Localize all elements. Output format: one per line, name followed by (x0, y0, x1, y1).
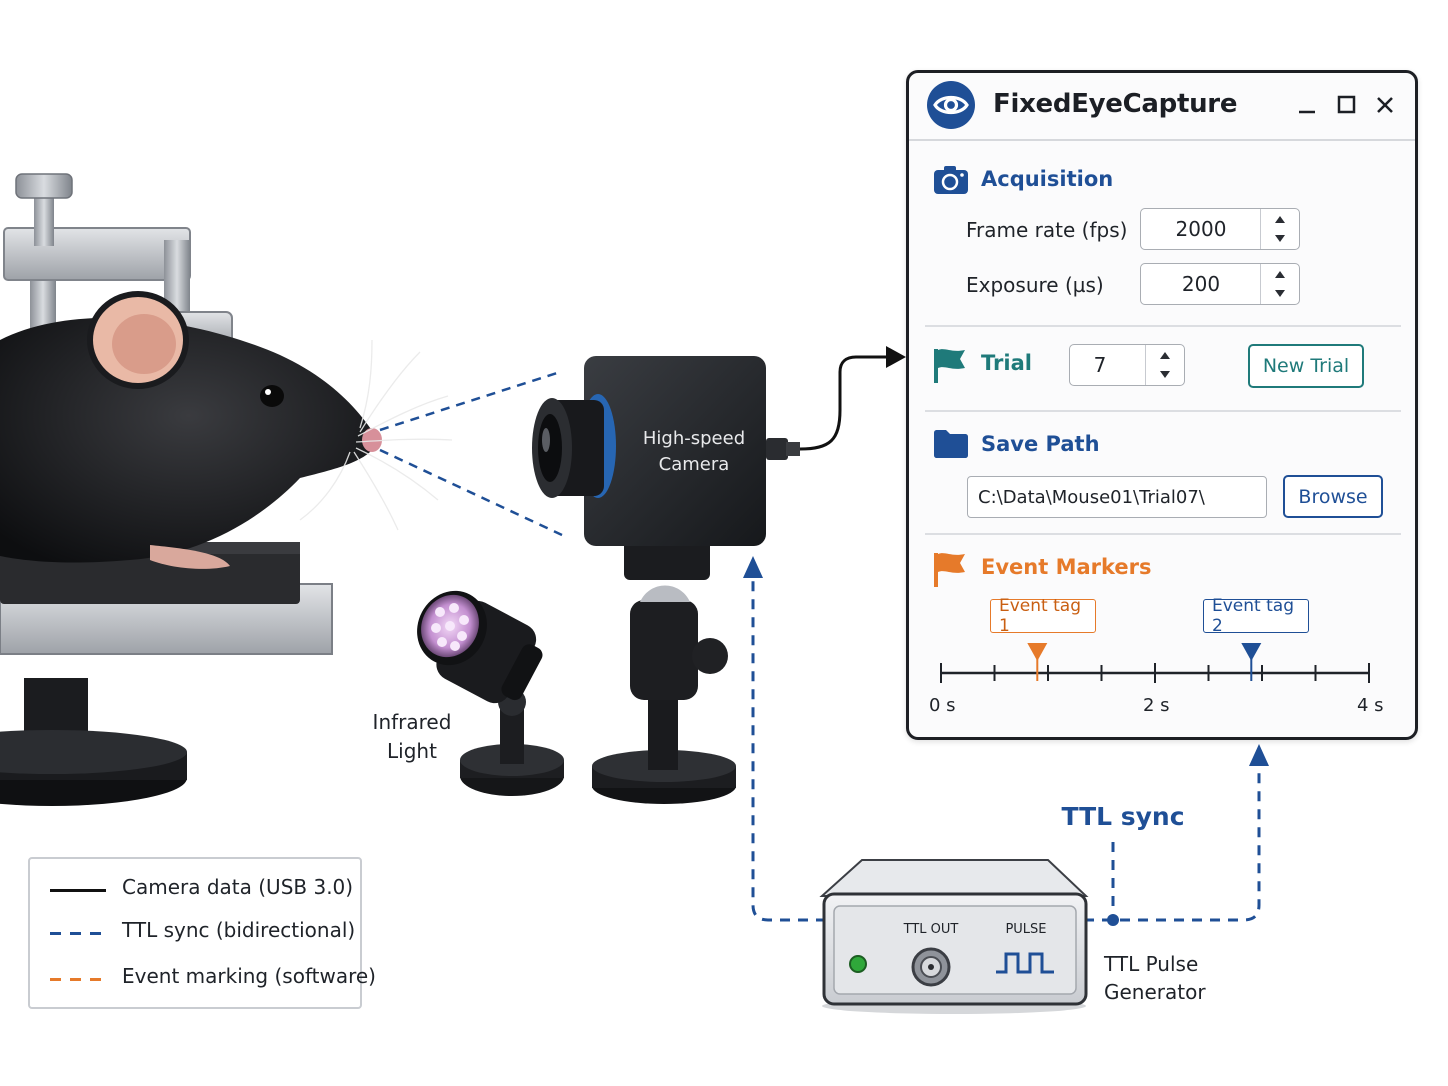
pulse-port-label: PULSE (1005, 922, 1047, 937)
exposure-input[interactable] (1141, 264, 1261, 304)
legend: Camera data (USB 3.0) TTL sync (bidirect… (28, 857, 376, 1009)
acquisition-title: Acquisition (981, 167, 1114, 191)
minimize-icon[interactable] (1293, 91, 1321, 119)
event-marker-1-arrow-icon[interactable] (1027, 643, 1048, 661)
section-divider (925, 410, 1401, 412)
exposure-stepper (1260, 264, 1299, 304)
camera-field-of-view (379, 370, 563, 537)
trial-flag-icon (933, 347, 967, 387)
new-trial-button[interactable]: New Trial (1248, 344, 1364, 388)
window-titlebar: FixedEyeCapture (909, 73, 1415, 141)
mouse-platform (0, 542, 333, 806)
trial-up-arrow-icon[interactable] (1146, 345, 1184, 365)
trial-number-input[interactable] (1070, 345, 1130, 385)
high-speed-camera (532, 356, 800, 804)
maximize-icon[interactable] (1333, 91, 1361, 119)
save-path-input[interactable] (967, 476, 1267, 518)
app-title: FixedEyeCapture (993, 89, 1238, 119)
frame-rate-up-arrow-icon[interactable] (1261, 209, 1299, 229)
infrared-light (417, 590, 564, 796)
frame-rate-stepper (1260, 209, 1299, 249)
exposure-spinbox (1140, 263, 1300, 305)
exposure-down-arrow-icon[interactable] (1261, 284, 1299, 304)
folder-icon (933, 429, 969, 463)
event-timeline (940, 643, 1370, 683)
event-markers-title: Event Markers (981, 555, 1152, 579)
ttl-pulse-generator (819, 859, 1089, 1014)
legend-label: TTL sync (bidirectional) (122, 918, 356, 942)
eye-icon (927, 81, 975, 129)
event-tag-1[interactable]: Event tag 1 (990, 596, 1096, 636)
ttl-pulse-generator-label: TTL Pulse Generator (1104, 950, 1206, 1006)
event-flag-icon (933, 551, 967, 591)
infrared-light-label-line1: Infrared (372, 710, 452, 734)
timeline-label-end: 4 s (1357, 695, 1384, 716)
timeline-label-start: 0 s (929, 695, 956, 716)
section-divider (925, 325, 1401, 327)
frame-rate-input[interactable] (1141, 209, 1261, 249)
section-divider (925, 533, 1401, 535)
cable-arrowhead (886, 346, 906, 368)
frame-rate-label: Frame rate (fps) (966, 218, 1128, 242)
fixed-eye-capture-window: FixedEyeCapture Acquisition Frame rate (… (906, 70, 1418, 740)
camera-icon (933, 165, 969, 199)
ttl-arrowhead-camera (743, 556, 763, 578)
camera-label-line2: Camera (658, 454, 730, 475)
ttl-sync-label: TTL sync (1061, 802, 1185, 831)
timeline-label-mid: 2 s (1143, 695, 1170, 716)
camera-data-cable (799, 355, 888, 451)
ttl-sync-lines (751, 576, 1261, 922)
trial-stepper (1145, 345, 1184, 385)
generator-label-line2: Generator (1104, 980, 1206, 1004)
browse-button[interactable]: Browse (1283, 475, 1383, 518)
infrared-light-label: Infrared Light (362, 708, 462, 766)
ttl-arrowhead-software (1249, 744, 1269, 766)
camera-label: High-speed Camera (630, 426, 758, 478)
legend-label: Event marking (software) (122, 964, 376, 988)
exposure-label: Exposure (µs) (966, 273, 1104, 297)
legend-swatch-solid (50, 889, 106, 892)
event-tag-2[interactable]: Event tag 2 (1203, 596, 1309, 636)
frame-rate-down-arrow-icon[interactable] (1261, 229, 1299, 249)
ttl-out-port-label: TTL OUT (903, 922, 959, 937)
frame-rate-spinbox (1140, 208, 1300, 250)
trial-title: Trial (981, 351, 1032, 375)
pulse-waveform-icon (996, 952, 1054, 974)
camera-label-line1: High-speed (642, 428, 746, 449)
trial-down-arrow-icon[interactable] (1146, 365, 1184, 385)
infrared-light-label-line2: Light (387, 739, 437, 763)
close-icon[interactable] (1371, 91, 1399, 119)
power-led (849, 955, 867, 973)
legend-swatch-dashed-blue (50, 932, 106, 935)
event-marker-2-arrow-icon[interactable] (1241, 643, 1262, 661)
ttl-junction-dot (1107, 914, 1119, 926)
mouse-illustration (0, 291, 453, 569)
generator-label-line1: TTL Pulse (1104, 952, 1199, 976)
trial-spinbox (1069, 344, 1185, 386)
save-path-title: Save Path (981, 432, 1100, 456)
legend-swatch-dashed-orange (50, 978, 106, 981)
legend-label: Camera data (USB 3.0) (122, 875, 354, 899)
exposure-up-arrow-icon[interactable] (1261, 264, 1299, 284)
